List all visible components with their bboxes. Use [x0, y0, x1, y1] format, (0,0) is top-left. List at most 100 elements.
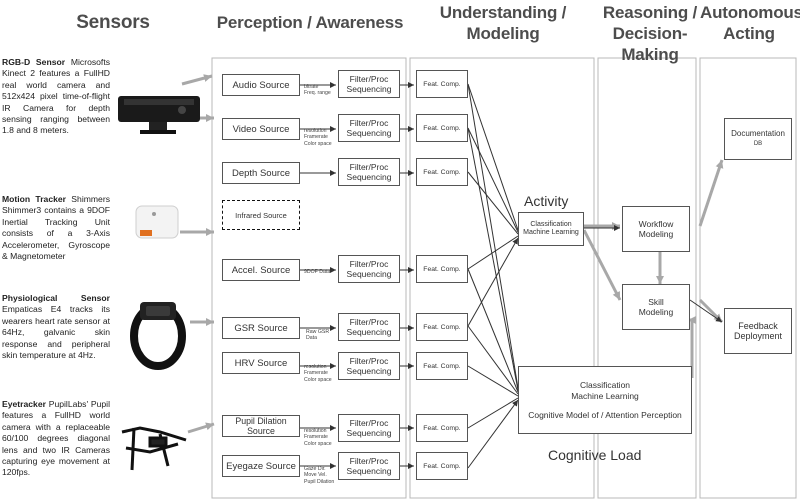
acting-arrows	[698, 159, 724, 324]
pupil-eyetracker-image	[121, 426, 187, 471]
workflow-label: Workflow	[638, 219, 674, 229]
sequencing-label: Sequencing	[346, 172, 392, 182]
param-line: Color space	[304, 376, 332, 383]
understanding-column-frame	[409, 57, 595, 499]
activity-label: Activity	[524, 193, 569, 209]
filter-label: Filter/Proc	[349, 74, 389, 84]
accel-source-box: Accel. Source	[222, 259, 300, 281]
sensor-text: Empaticas E4 tracks its wearers heart ra…	[2, 304, 110, 361]
gsr-source-box: GSR Source	[222, 317, 300, 339]
param-line: bitrate	[304, 84, 319, 90]
gsr-params: Raw GSR Data	[306, 329, 329, 342]
param-line: Color space	[304, 440, 332, 447]
hrv-source-box: HRV Source	[222, 352, 300, 374]
filter-label: Filter/Proc	[349, 418, 389, 428]
cognitive-model-box: Classification Machine Learning Cognitiv…	[518, 366, 692, 434]
param-line: resolution	[304, 364, 327, 370]
cognitive-machine-learning-label: Machine Learning	[571, 390, 639, 401]
reasoning-header-line1: Reasoning /	[602, 3, 698, 22]
reasoning-header-line2: Decision-Making	[612, 24, 688, 64]
motion-tracker-description: Motion Tracker Shimmers Shimmer3 contain…	[2, 194, 110, 262]
filter-label: Filter/Proc	[349, 317, 389, 327]
sequencing-label: Sequencing	[346, 466, 392, 476]
param-line: Gaze Dir.	[304, 466, 326, 472]
physiological-sensor-description: Physiological Sensor Empaticas E4 tracks…	[2, 293, 110, 361]
filter-label: Filter/Proc	[349, 118, 389, 128]
param-line: Framerate	[304, 134, 328, 141]
rgbd-sensor-description: RGB-D Sensor Microsofts Kinect 2 feature…	[2, 57, 110, 137]
feat-comp-box-pupil: Feat. Comp.	[416, 414, 468, 442]
param-line: Freq. range	[304, 90, 331, 97]
kinect-sensor-image	[118, 96, 200, 134]
shimmer-tracker-image	[135, 205, 179, 239]
documentation-label: Documentation	[731, 129, 785, 138]
feat-comp-box-gsr: Feat. Comp.	[416, 313, 468, 341]
feat-comp-box-video: Feat. Comp.	[416, 114, 468, 142]
acting-header-line1: Autonomous	[700, 3, 800, 22]
cognitive-model-label: Cognitive Model of / Attention Perceptio…	[528, 409, 682, 420]
eyetracker-description: Eyetracker PupilLabs' Pupil features a F…	[2, 399, 110, 479]
perception-column-frame	[211, 57, 407, 499]
feedback-label: Feedback	[738, 321, 778, 331]
cognitive-load-label: Cognitive Load	[548, 447, 642, 463]
understanding-header: Understanding / Modeling	[412, 2, 594, 44]
pupil-dilation-source-box: Pupil Dilation Source	[222, 415, 300, 437]
param-line: resolution	[304, 428, 327, 434]
sensor-text: PupilLabs' Pupil features a FullHD world…	[2, 399, 110, 478]
filter-label: Filter/Proc	[349, 162, 389, 172]
cognitive-classification-label: Classification	[579, 379, 631, 390]
understanding-arrows	[584, 225, 723, 323]
audio-params: bitrate Freq. range	[304, 84, 331, 97]
sequencing-label: Sequencing	[346, 84, 392, 94]
feature-fusion-lines	[467, 83, 519, 469]
sensor-to-source-arrows	[180, 74, 215, 434]
param-line: Pupil Dilation	[304, 478, 335, 485]
acting-column-frame	[699, 57, 797, 499]
feat-comp-box-hrv: Feat. Comp.	[416, 352, 468, 380]
eyegaze-params: Gaze Dir. Move Vel. Pupil Dilation	[304, 466, 334, 485]
sensor-title: RGB-D Sensor	[2, 57, 66, 67]
param-line: Move Vel.	[304, 472, 327, 479]
depth-source-box: Depth Source	[222, 162, 300, 184]
infrared-source-box: Infrared Source	[222, 200, 300, 230]
classification-label: Classification	[530, 220, 572, 228]
feat-comp-box-eyegaze: Feat. Comp.	[416, 452, 468, 480]
acting-header: Autonomous Acting	[700, 2, 800, 44]
pupil-params: resolution Framerate Color space	[304, 428, 332, 447]
acting-header-line2: Acting	[723, 24, 775, 43]
sensor-text: Shimmers Shimmer3 contains a 9DOF Inerti…	[2, 194, 110, 262]
param-line: Color space	[304, 140, 332, 147]
feat-comp-box-depth: Feat. Comp.	[416, 158, 468, 186]
perception-header: Perception / Awareness	[216, 13, 404, 32]
sequencing-label: Sequencing	[346, 269, 392, 279]
feat-comp-box-audio: Feat. Comp.	[416, 70, 468, 98]
sensor-text: Microsofts Kinect 2 features a FullHD re…	[2, 57, 111, 136]
column-frames	[211, 57, 797, 499]
skill-modeling-label: Modeling	[638, 307, 674, 317]
sequencing-label: Sequencing	[346, 366, 392, 376]
audio-source-box: Audio Source	[222, 74, 300, 96]
hrv-params: resolution Framerate Color space	[304, 364, 332, 383]
filter-label: Filter/Proc	[349, 356, 389, 366]
processing-flow-arrows	[300, 82, 414, 469]
reasoning-column-frame	[597, 57, 697, 499]
accel-params: 9DOF Data	[304, 269, 330, 275]
feat-comp-box-accel: Feat. Comp.	[416, 255, 468, 283]
video-params: resolution Framerate Color space	[304, 128, 332, 147]
param-line: resolution	[304, 128, 327, 134]
param-line: Framerate	[304, 434, 328, 441]
